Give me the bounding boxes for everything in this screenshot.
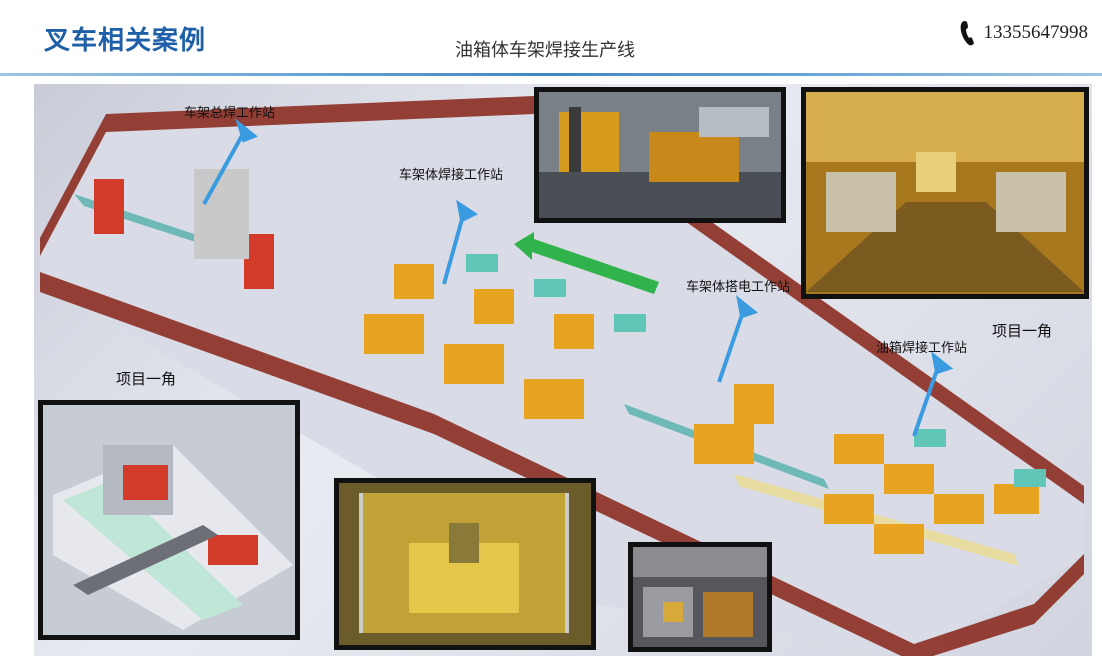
robot-cell xyxy=(364,314,424,354)
photo-factory-hall xyxy=(801,87,1089,299)
photo-welding-booth xyxy=(334,478,596,650)
fence-front xyxy=(40,272,1084,656)
arrow-head xyxy=(235,118,258,143)
robot-cell xyxy=(734,384,774,424)
label-frame-body-weld: 车架体焊接工作站 xyxy=(399,168,504,183)
robot-cell xyxy=(474,289,514,324)
station-frame-tack xyxy=(694,384,774,464)
arrow-frame-total xyxy=(202,131,246,205)
robot-cell xyxy=(394,264,434,299)
page-subtitle: 油箱体车架焊接生产线 xyxy=(455,40,635,61)
control-cabinet xyxy=(466,254,498,272)
header: 叉车相关案例 油箱体车架焊接生产线 13355647998 xyxy=(0,0,1102,80)
robot-cell xyxy=(934,494,984,524)
gantry xyxy=(194,169,249,259)
arrow-frame-tack xyxy=(717,308,746,383)
robot-cell xyxy=(524,379,584,419)
robot-cell xyxy=(884,464,934,494)
conveyor xyxy=(734,474,1019,566)
page-title: 叉车相关案例 xyxy=(44,26,207,56)
arrow-head xyxy=(931,351,954,375)
label-project-corner-left: 项目一角 xyxy=(116,370,177,388)
header-divider xyxy=(0,73,1102,76)
line-layout-diagram xyxy=(40,96,1084,656)
control-cabinet xyxy=(614,314,646,332)
phone-icon xyxy=(960,20,978,46)
arrow-head xyxy=(736,295,759,319)
robot-cell xyxy=(874,524,924,554)
label-frame-body-tack: 车架体搭电工作站 xyxy=(686,280,791,295)
control-cabinet xyxy=(1014,469,1046,487)
phone-number: 13355647998 xyxy=(983,22,1089,43)
robot-cell xyxy=(834,434,884,464)
label-frame-total-weld: 车架总焊工作站 xyxy=(184,106,276,121)
flow-direction-arrow xyxy=(514,232,659,294)
production-line-render: 车架总焊工作站 车架体焊接工作站 车架体搭电工作站 油箱焊接工作站 项目一角 项… xyxy=(34,84,1092,656)
arrow-frame-body xyxy=(442,211,466,285)
robot-cell xyxy=(824,494,874,524)
photo-workshop xyxy=(628,542,772,652)
contact-phone: 13355647998 xyxy=(960,20,1089,46)
control-cabinet xyxy=(534,279,566,297)
control-cabinet xyxy=(914,429,946,447)
station-frame-total xyxy=(94,169,274,289)
station-frame-body xyxy=(364,254,646,419)
robot-cell xyxy=(554,314,594,349)
photo-robot-cell xyxy=(534,87,786,223)
arrow-head xyxy=(456,199,478,223)
robot-cell xyxy=(94,179,124,234)
arrow-tank-weld xyxy=(912,363,941,437)
robot-cell xyxy=(694,424,754,464)
photo-project-corner-render xyxy=(38,400,300,640)
label-tank-weld: 油箱焊接工作站 xyxy=(876,341,968,356)
robot-cell xyxy=(994,484,1039,514)
label-project-corner-right: 项目一角 xyxy=(992,322,1053,340)
floor-area xyxy=(40,96,1084,656)
pointer-arrows xyxy=(202,118,954,437)
station-tank-weld xyxy=(824,429,1046,554)
robot-cell xyxy=(444,344,504,384)
